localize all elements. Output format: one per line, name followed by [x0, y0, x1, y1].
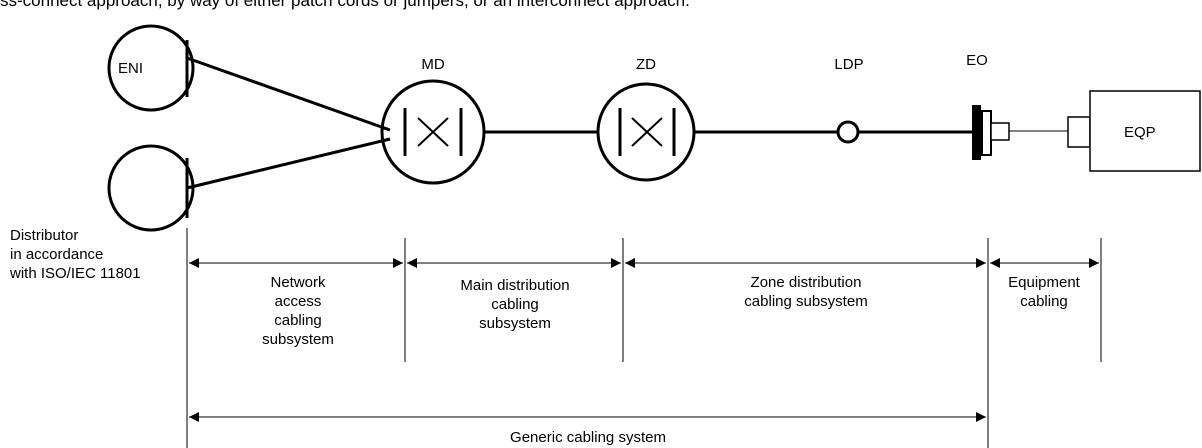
main-distribution-line-1: Main distribution — [460, 277, 570, 294]
lower-distributor — [107, 144, 195, 232]
network-access-line-2: access — [274, 293, 322, 310]
header-text: ss-connect approach, by way of either pa… — [0, 0, 690, 10]
eni-label: ENI — [118, 60, 144, 77]
ldp-point — [836, 120, 860, 144]
network-access-line-4: subsystem — [262, 331, 334, 348]
eqp-label: EQP — [1124, 124, 1156, 141]
main-distribution-line-2: cabling — [491, 296, 539, 313]
equipment-line-2: cabling — [1020, 293, 1068, 310]
extension-lines — [186, 228, 1102, 448]
md-label: MD — [421, 56, 445, 73]
distributor-note-line-1: Distributor — [10, 227, 79, 244]
zone-distribution-line-1: Zone distribution — [750, 274, 862, 291]
zd-label: ZD — [636, 56, 656, 73]
distributor-to-md-cable — [186, 137, 391, 190]
eqp-plug — [1067, 116, 1091, 148]
eni-distributor — [107, 24, 195, 112]
zone-distribution-line-2: cabling subsystem — [744, 293, 868, 310]
main-distribution-line-3: subsystem — [479, 315, 551, 332]
ldp-label: LDP — [834, 56, 864, 73]
eo-label: EO — [966, 52, 988, 69]
generic-cabling-label: Generic cabling system — [510, 429, 666, 446]
network-access-line-1: Network — [270, 274, 326, 291]
eni-to-md-cable — [186, 56, 391, 132]
equipment-line-1: Equipment — [1008, 274, 1080, 291]
distributor-note-line-2: in accordance — [10, 246, 104, 263]
eqp-box — [1089, 90, 1201, 172]
network-access-line-3: cabling — [274, 312, 322, 329]
distributor-note-line-3: with ISO/IEC 11801 — [10, 265, 141, 282]
eo-outlet — [972, 105, 1010, 160]
zd-distributor — [596, 82, 696, 182]
md-distributor — [380, 79, 486, 185]
